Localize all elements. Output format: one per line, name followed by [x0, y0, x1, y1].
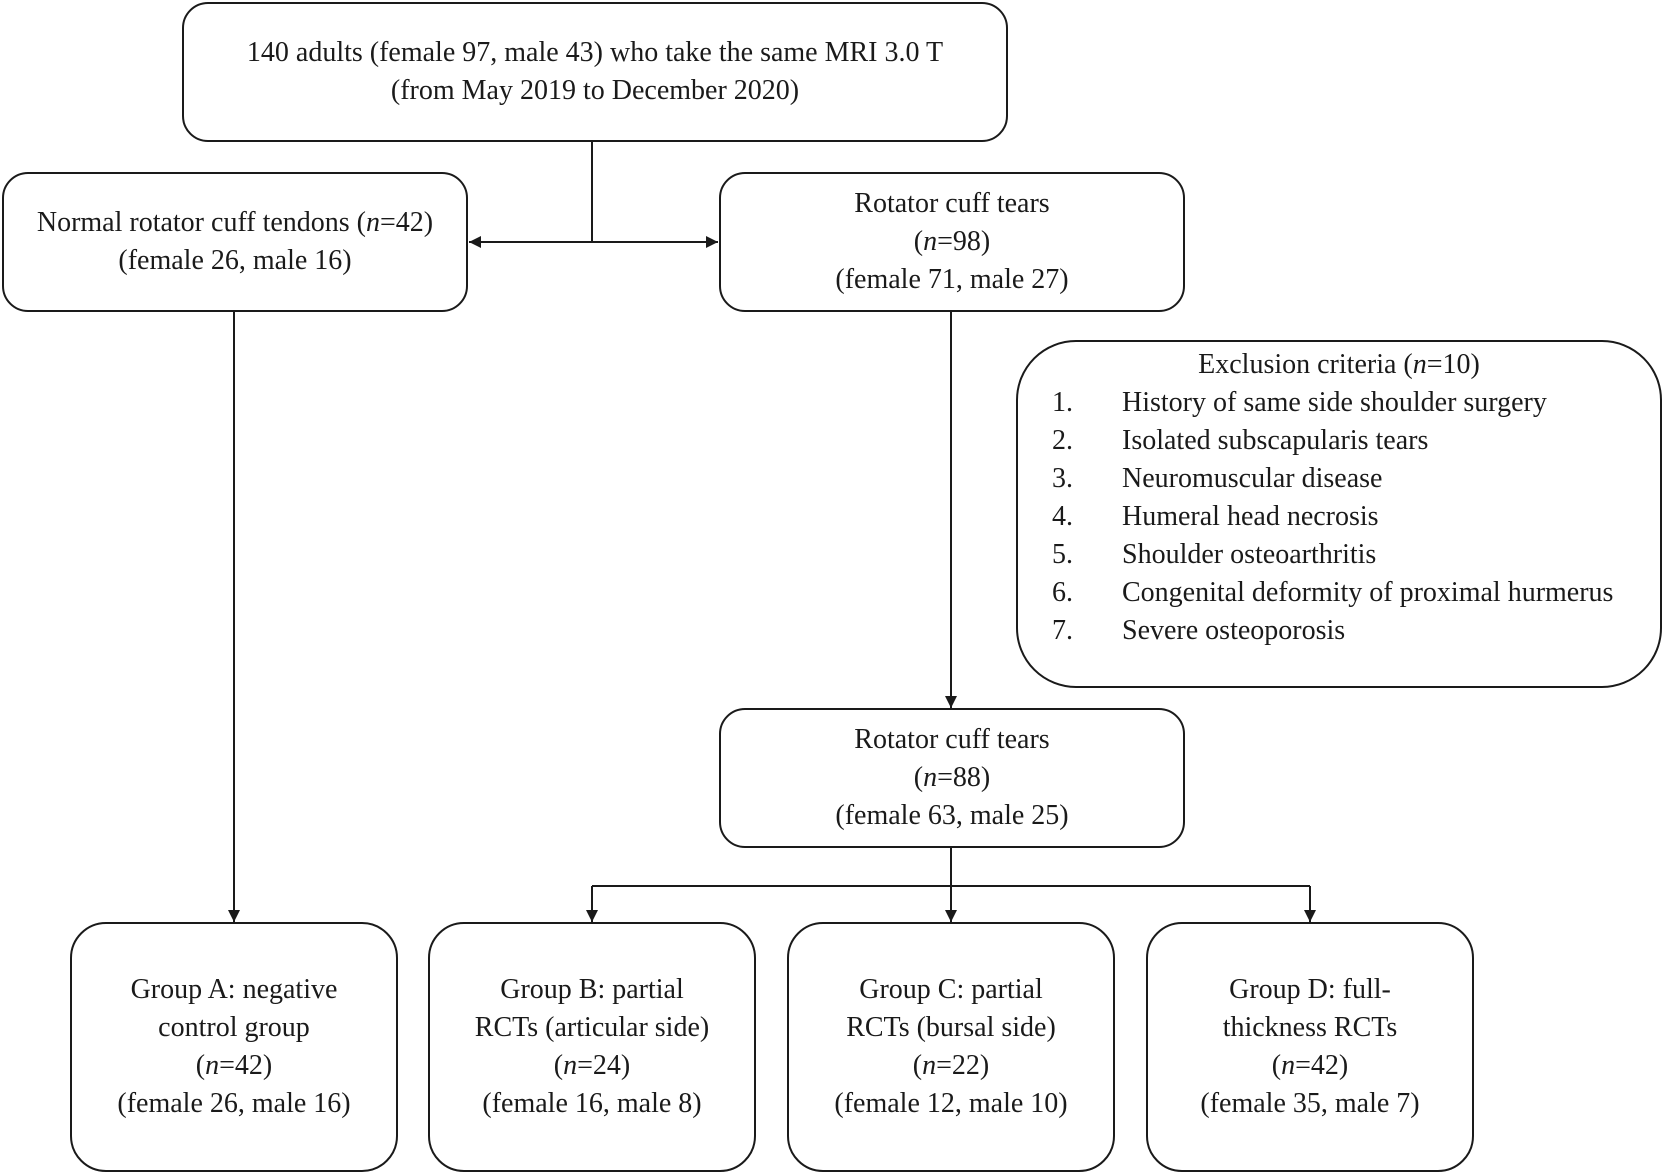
paren-open: (: [1271, 1050, 1282, 1081]
tears-98-line-3: (female 71, male 27): [835, 264, 1069, 295]
item-number: 1.: [1052, 387, 1073, 418]
group-b-box: Group B: partial RCTs (articular side) (…: [428, 922, 756, 1172]
item-text: Severe osteoporosis: [1122, 615, 1346, 646]
group-line-4: (female 16, male 8): [482, 1088, 702, 1119]
exclusion-item: 6. Congenital deformity of proximal hurme…: [1018, 574, 1660, 612]
n-symbol: n: [366, 207, 381, 238]
n-symbol: n: [1412, 349, 1427, 380]
exclusion-item: 1. History of same side shoulder surgery: [1018, 384, 1660, 422]
top-line-2: (from May 2019 to December 2020): [390, 75, 800, 106]
group-line-4: (female 35, male 7): [1200, 1088, 1420, 1119]
normal-label: Normal rotator cuff tendons (: [36, 207, 367, 238]
paren-open: (: [913, 762, 924, 793]
group-line-1: Group C: partial: [859, 974, 1043, 1005]
group-line-3: (n=22): [913, 1047, 989, 1085]
group-c-box: Group C: partial RCTs (bursal side) (n=2…: [787, 922, 1115, 1172]
group-line-2: control group: [158, 1012, 310, 1043]
item-text: Isolated subscapularis tears: [1122, 425, 1429, 456]
tears-88-line-3: (female 63, male 25): [835, 800, 1069, 831]
exclusion-heading: Exclusion criteria (n=10): [1018, 346, 1660, 384]
exclusion-label: Exclusion criteria (: [1198, 349, 1413, 380]
item-text: Congenital deformity of proximal hurmeru…: [1122, 577, 1614, 608]
exclusion-item: 3. Neuromuscular disease: [1018, 460, 1660, 498]
group-line-2: RCTs (bursal side): [846, 1012, 1056, 1043]
n-symbol: n: [205, 1050, 220, 1081]
exclusion-criteria-box: Exclusion criteria (n=10) 1. History of s…: [1016, 340, 1662, 688]
n-symbol: n: [563, 1050, 578, 1081]
normal-count: =42): [380, 207, 434, 238]
group-d-box: Group D: full- thickness RCTs (n=42) (fe…: [1146, 922, 1474, 1172]
item-number: 2.: [1052, 425, 1073, 456]
n-symbol: n: [923, 226, 938, 257]
group-line-2: thickness RCTs: [1222, 1012, 1398, 1043]
group-a-box: Group A: negative control group (n=42) (…: [70, 922, 398, 1172]
exclusion-item: 7. Severe osteoporosis: [1018, 612, 1660, 650]
group-line-3: (n=24): [554, 1047, 630, 1085]
tears-98-line-2: (n=98): [914, 223, 990, 261]
n-symbol: n: [922, 1050, 937, 1081]
group-line-4: (female 26, male 16): [117, 1088, 351, 1119]
tears-98-box: Rotator cuff tears (n=98) (female 71, ma…: [719, 172, 1185, 312]
normal-line-2: (female 26, male 16): [118, 245, 352, 276]
exclusion-item: 2. Isolated subscapularis tears: [1018, 422, 1660, 460]
exclusion-item: 5. Shoulder osteoarthritis: [1018, 536, 1660, 574]
item-number: 3.: [1052, 463, 1073, 494]
n-symbol: n: [923, 762, 938, 793]
exclusion-item: 4. Humeral head necrosis: [1018, 498, 1660, 536]
group-count: =42): [219, 1050, 273, 1081]
paren-open: (: [912, 1050, 923, 1081]
item-text: History of same side shoulder surgery: [1122, 387, 1547, 418]
group-line-3: (n=42): [196, 1047, 272, 1085]
group-count: =42): [1295, 1050, 1349, 1081]
exclusion-list: 1.History of same side shoulder surgery …: [1018, 384, 1660, 650]
group-count: =22): [936, 1050, 990, 1081]
group-line-1: Group A: negative: [130, 974, 338, 1005]
item-number: 5.: [1052, 539, 1073, 570]
group-line-2: RCTs (articular side): [474, 1012, 710, 1043]
paren-open: (: [553, 1050, 564, 1081]
item-text: Shoulder osteoarthritis: [1122, 539, 1377, 570]
item-number: 7.: [1052, 615, 1073, 646]
item-number: 6.: [1052, 577, 1073, 608]
tears-88-box: Rotator cuff tears (n=88) (female 63, ma…: [719, 708, 1185, 848]
item-text: Humeral head necrosis: [1122, 501, 1379, 532]
tears-88-line-1: Rotator cuff tears: [854, 724, 1050, 755]
top-box: 140 adults (female 97, male 43) who take…: [182, 2, 1008, 142]
tears-88-line-2: (n=88): [914, 759, 990, 797]
normal-tendons-box: Normal rotator cuff tendons (n=42) (fema…: [2, 172, 468, 312]
group-line-1: Group D: full-: [1229, 974, 1391, 1005]
paren-open: (: [913, 226, 924, 257]
normal-line-1: Normal rotator cuff tendons (n=42): [37, 204, 433, 242]
n-symbol: n: [1281, 1050, 1296, 1081]
group-line-4: (female 12, male 10): [834, 1088, 1068, 1119]
group-line-3: (n=42): [1272, 1047, 1348, 1085]
item-text: Neuromuscular disease: [1122, 463, 1383, 494]
item-number: 4.: [1052, 501, 1073, 532]
group-count: =24): [577, 1050, 631, 1081]
group-line-1: Group B: partial: [500, 974, 684, 1005]
tears-88-count: =88): [937, 762, 991, 793]
exclusion-count: =10): [1426, 349, 1480, 380]
paren-open: (: [195, 1050, 206, 1081]
tears-98-count: =98): [937, 226, 991, 257]
top-line-1: 140 adults (female 97, male 43) who take…: [246, 37, 944, 68]
tears-98-line-1: Rotator cuff tears: [854, 188, 1050, 219]
